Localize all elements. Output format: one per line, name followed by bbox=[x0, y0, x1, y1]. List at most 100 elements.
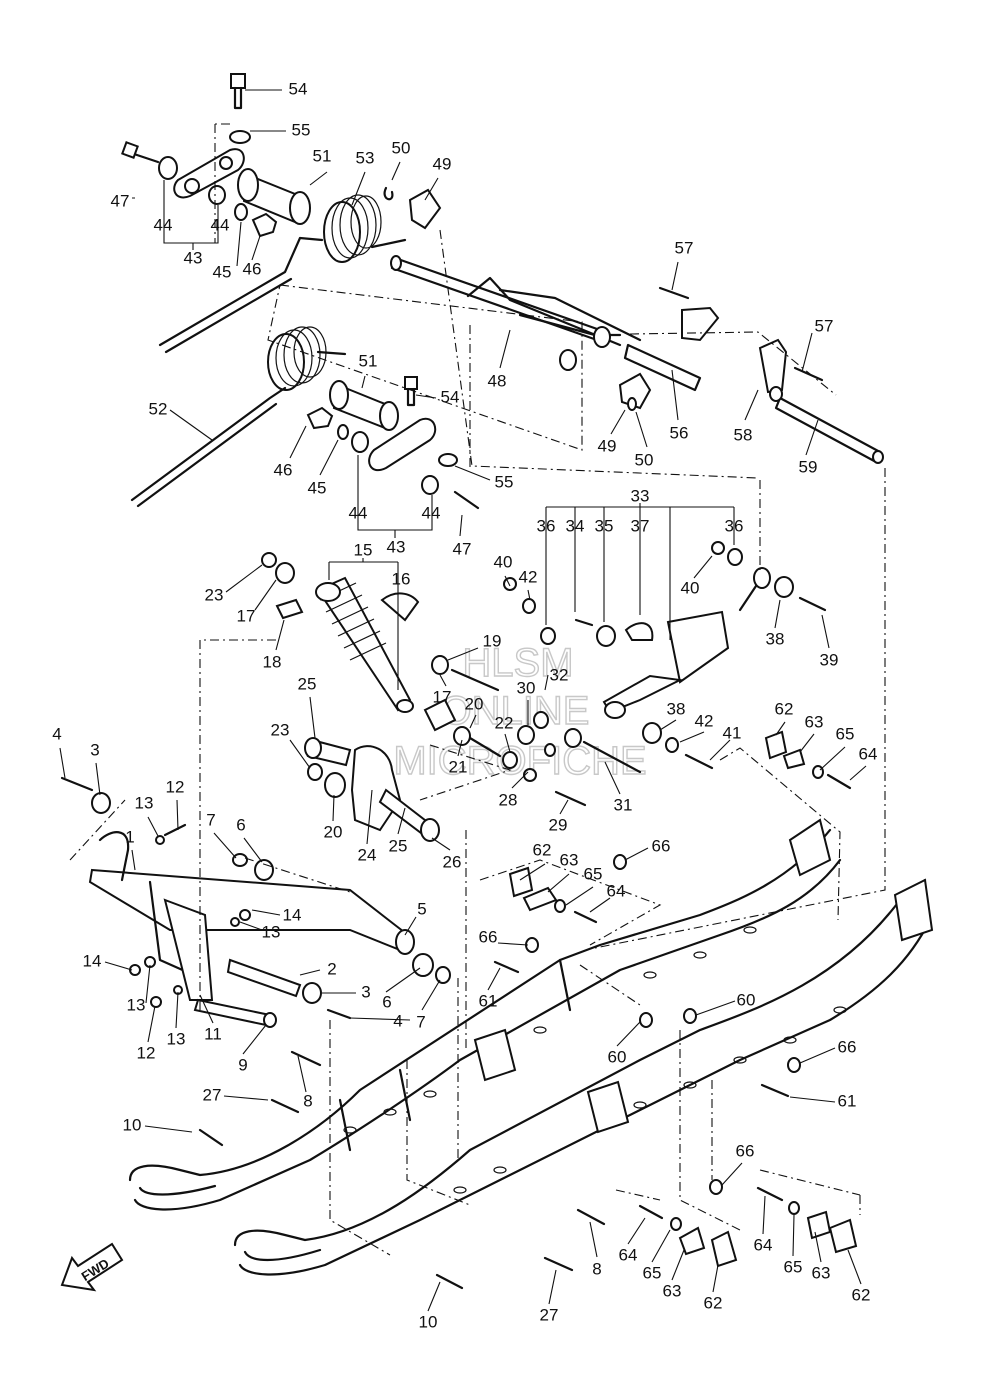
part-callout-49: 49 bbox=[433, 154, 452, 173]
part-callout-63: 63 bbox=[805, 712, 824, 731]
part-callout-44: 44 bbox=[422, 503, 441, 522]
part-callout-6: 6 bbox=[382, 992, 391, 1011]
part-callout-37: 37 bbox=[631, 516, 650, 535]
part-callout-45: 45 bbox=[308, 478, 327, 497]
part-callout-66: 66 bbox=[479, 927, 498, 946]
part-callout-15: 15 bbox=[354, 540, 373, 559]
part-callout-48: 48 bbox=[488, 371, 507, 390]
part-callout-20: 20 bbox=[465, 694, 484, 713]
part-callout-18: 18 bbox=[263, 652, 282, 671]
part-callout-3: 3 bbox=[361, 982, 370, 1001]
part-callout-64: 64 bbox=[619, 1245, 638, 1264]
part-callout-27: 27 bbox=[540, 1305, 559, 1324]
part-callout-24: 24 bbox=[358, 845, 377, 864]
part-callout-44: 44 bbox=[211, 215, 230, 234]
part-callout-1: 1 bbox=[125, 827, 134, 846]
part-callout-54: 54 bbox=[289, 79, 308, 98]
part-callout-64: 64 bbox=[859, 744, 878, 763]
part-callout-21: 21 bbox=[449, 757, 468, 776]
part-callout-31: 31 bbox=[614, 795, 633, 814]
front-arm-assembly bbox=[60, 737, 451, 1028]
part-callout-23: 23 bbox=[271, 720, 290, 739]
slide-rails bbox=[128, 730, 934, 1290]
part-callout-25: 25 bbox=[389, 836, 408, 855]
part-callout-63: 63 bbox=[812, 1263, 831, 1282]
watermark-line1: HLSM bbox=[462, 641, 573, 685]
part-callout-30: 30 bbox=[517, 678, 536, 697]
part-callout-53: 53 bbox=[356, 148, 375, 167]
part-callout-45: 45 bbox=[213, 262, 232, 281]
part-callout-9: 9 bbox=[238, 1055, 247, 1074]
part-callout-3: 3 bbox=[90, 740, 99, 759]
part-callout-57: 57 bbox=[815, 316, 834, 335]
part-callout-65: 65 bbox=[784, 1257, 803, 1276]
part-callout-57: 57 bbox=[675, 238, 694, 257]
part-callout-66: 66 bbox=[838, 1037, 857, 1056]
part-callout-6: 6 bbox=[236, 815, 245, 834]
part-callout-40: 40 bbox=[494, 552, 513, 571]
part-callout-32: 32 bbox=[550, 665, 569, 684]
part-callout-43: 43 bbox=[184, 248, 203, 267]
part-callout-64: 64 bbox=[754, 1235, 773, 1254]
part-callout-23: 23 bbox=[205, 585, 224, 604]
part-callout-54: 54 bbox=[441, 387, 460, 406]
part-callout-58: 58 bbox=[734, 425, 753, 444]
part-callout-10: 10 bbox=[419, 1312, 438, 1331]
part-callout-51: 51 bbox=[359, 351, 378, 370]
part-callout-2: 2 bbox=[327, 959, 336, 978]
part-callout-38: 38 bbox=[766, 629, 785, 648]
part-callout-12: 12 bbox=[166, 777, 185, 796]
part-callout-10: 10 bbox=[123, 1115, 142, 1134]
part-callout-62: 62 bbox=[775, 699, 794, 718]
part-callout-63: 63 bbox=[663, 1281, 682, 1300]
part-callout-13: 13 bbox=[127, 995, 146, 1014]
part-callout-27: 27 bbox=[203, 1085, 222, 1104]
part-callout-42: 42 bbox=[695, 711, 714, 730]
part-callout-14: 14 bbox=[283, 905, 302, 924]
part-callout-47: 47 bbox=[453, 539, 472, 558]
part-callout-17: 17 bbox=[237, 606, 256, 625]
part-callout-65: 65 bbox=[836, 724, 855, 743]
part-callout-59: 59 bbox=[799, 457, 818, 476]
part-callout-12: 12 bbox=[137, 1043, 156, 1062]
part-callout-8: 8 bbox=[303, 1091, 312, 1110]
part-callout-7: 7 bbox=[206, 810, 215, 829]
part-callout-25: 25 bbox=[298, 674, 317, 693]
part-callout-29: 29 bbox=[549, 815, 568, 834]
part-callout-46: 46 bbox=[274, 460, 293, 479]
part-callout-50: 50 bbox=[635, 450, 654, 469]
part-callout-4: 4 bbox=[52, 724, 61, 743]
upper-arm-assembly bbox=[121, 73, 884, 510]
part-callout-52: 52 bbox=[149, 399, 168, 418]
part-callout-43: 43 bbox=[387, 537, 406, 556]
part-callout-38: 38 bbox=[667, 699, 686, 718]
part-callout-60: 60 bbox=[608, 1047, 627, 1066]
part-callout-46: 46 bbox=[243, 259, 262, 278]
part-callout-26: 26 bbox=[443, 852, 462, 871]
part-callout-20: 20 bbox=[324, 822, 343, 841]
part-callout-22: 22 bbox=[495, 713, 514, 732]
part-callout-17: 17 bbox=[433, 687, 452, 706]
part-callout-65: 65 bbox=[584, 864, 603, 883]
part-callout-13: 13 bbox=[135, 793, 154, 812]
part-callout-33: 33 bbox=[631, 486, 650, 505]
part-callout-49: 49 bbox=[598, 436, 617, 455]
part-callout-4: 4 bbox=[393, 1011, 402, 1030]
part-callout-28: 28 bbox=[499, 790, 518, 809]
part-callout-8: 8 bbox=[592, 1259, 601, 1278]
leader-lines bbox=[59, 89, 867, 1312]
part-callout-14: 14 bbox=[83, 951, 102, 970]
fwd-arrow-icon: FWD bbox=[60, 1242, 124, 1292]
part-callout-19: 19 bbox=[483, 631, 502, 650]
part-callout-61: 61 bbox=[479, 991, 498, 1010]
watermark-line2: ONLINE bbox=[441, 689, 590, 733]
part-callout-13: 13 bbox=[262, 922, 281, 941]
part-callout-60: 60 bbox=[737, 990, 756, 1009]
watermark: HLSM ONLINE MICROFICHE bbox=[393, 640, 648, 783]
part-callout-62: 62 bbox=[704, 1293, 723, 1312]
part-callout-44: 44 bbox=[154, 215, 173, 234]
part-callout-35: 35 bbox=[595, 516, 614, 535]
part-callout-44: 44 bbox=[349, 503, 368, 522]
